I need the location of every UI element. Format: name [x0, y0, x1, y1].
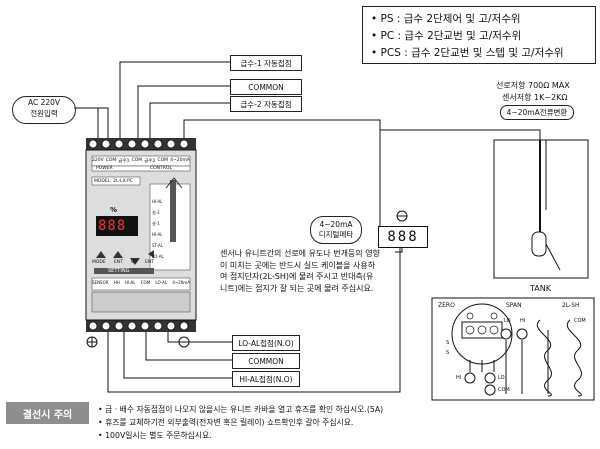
- tank-sensor-resistance: 센서저항 1K~2KΩ: [502, 93, 568, 102]
- sensor-model: 2L-SH: [562, 302, 580, 309]
- button-labels: MODE ENT UP ENT: [92, 260, 154, 265]
- meter-display: 888: [378, 226, 428, 248]
- meter-label: 4~20mA 디지털메타: [310, 216, 362, 244]
- wire-supply1: [119, 61, 230, 138]
- caution-bullet-3: • 100V일시는 별도 주문하십시요.: [98, 431, 212, 440]
- section-power: POWER: [96, 166, 113, 171]
- contact-hi-al: HI-AL접점(N.O): [232, 371, 300, 387]
- mode-button[interactable]: MODE: [92, 260, 106, 265]
- ent-button[interactable]: ENT: [113, 260, 123, 265]
- caution-bullet-2: • 휴즈를 교체하기전 외부출력(전자변 혹은 릴레이) 쇼트확인후 갈아 주십…: [98, 418, 354, 427]
- tank-label: TANK: [530, 284, 551, 293]
- contact-supply2: 급수-2 자동접점: [230, 96, 302, 112]
- hi-label: HI: [520, 318, 526, 324]
- tank: [493, 139, 589, 279]
- controller-unit: [85, 138, 197, 332]
- caution-bullet-1: • 급 · 배수 자동접점이 나오지 않을시는 유니트 카바을 열고 휴즈를 확…: [98, 405, 384, 414]
- wire-sensor: [107, 236, 401, 393]
- level-labels: HI-AL 설-2 설-1 HI-AL ST-AL LO-AL: [152, 199, 164, 259]
- wire-common-bottom: [145, 332, 232, 361]
- wire-lo-al: [167, 332, 232, 343]
- legend-pcs: • PCS : 급수 2단교번 및 스텝 및 고/저수위: [371, 47, 564, 59]
- zero-label: ZERO: [438, 302, 455, 309]
- legend-ps: • PS : 급수 2단제어 및 고/저수위: [371, 13, 521, 25]
- percent-sign: %: [110, 206, 118, 214]
- up-button[interactable]: UP: [130, 260, 137, 265]
- wire-common-top: [137, 85, 230, 138]
- ent-button-2[interactable]: ENT: [145, 260, 154, 265]
- wire-hi-al: [123, 332, 232, 379]
- setting-label: SETTING: [108, 268, 130, 274]
- legend-pc: • PC : 급수 2단교번 및 고/저수위: [371, 30, 522, 42]
- hi-terminal: HI: [456, 375, 462, 381]
- ac-wire-1: [74, 107, 109, 138]
- contact-common-bottom: COMMON: [232, 353, 300, 369]
- contact-common-top: COMMON: [230, 79, 302, 95]
- contact-lo-al: LO-AL접점(N.O): [232, 335, 300, 351]
- com-terminal: COM: [498, 387, 510, 393]
- contact-supply1: 급수-1 자동접점: [230, 55, 302, 71]
- s1-label: S: [446, 340, 450, 346]
- wire-420-out: [183, 119, 381, 236]
- com-label: COM: [574, 318, 586, 324]
- s2-label: S: [446, 350, 450, 356]
- wire-supply2: [149, 102, 230, 138]
- tank-converter: 4~20mA전류변환: [500, 105, 574, 120]
- tank-line-resistance: 선로저항 700Ω MAX: [496, 81, 570, 90]
- lo-label: LO: [504, 318, 511, 324]
- wire-to-converter: [380, 129, 541, 140]
- lo-terminal: LO: [498, 375, 505, 381]
- span-label: SPAN: [506, 302, 522, 309]
- ac-input-label: AC 220V 전원입력: [12, 96, 76, 124]
- section-control: CONTROL: [150, 166, 172, 171]
- controller-model: MODEL: 2L-LX-PC: [94, 179, 133, 184]
- caution-title: 결선시 주의: [6, 402, 89, 424]
- shield-cable-note: 센서나 유니트간의 선로에 유도나 번개등의 영향이 미치는 곳에는 반드시 실…: [220, 249, 380, 293]
- model-legend: • PS : 급수 2단제어 및 고/저수위 • PC : 급수 2단교번 및 …: [362, 6, 596, 64]
- sensor-detail: [431, 297, 595, 401]
- controller-display: 888: [98, 218, 127, 234]
